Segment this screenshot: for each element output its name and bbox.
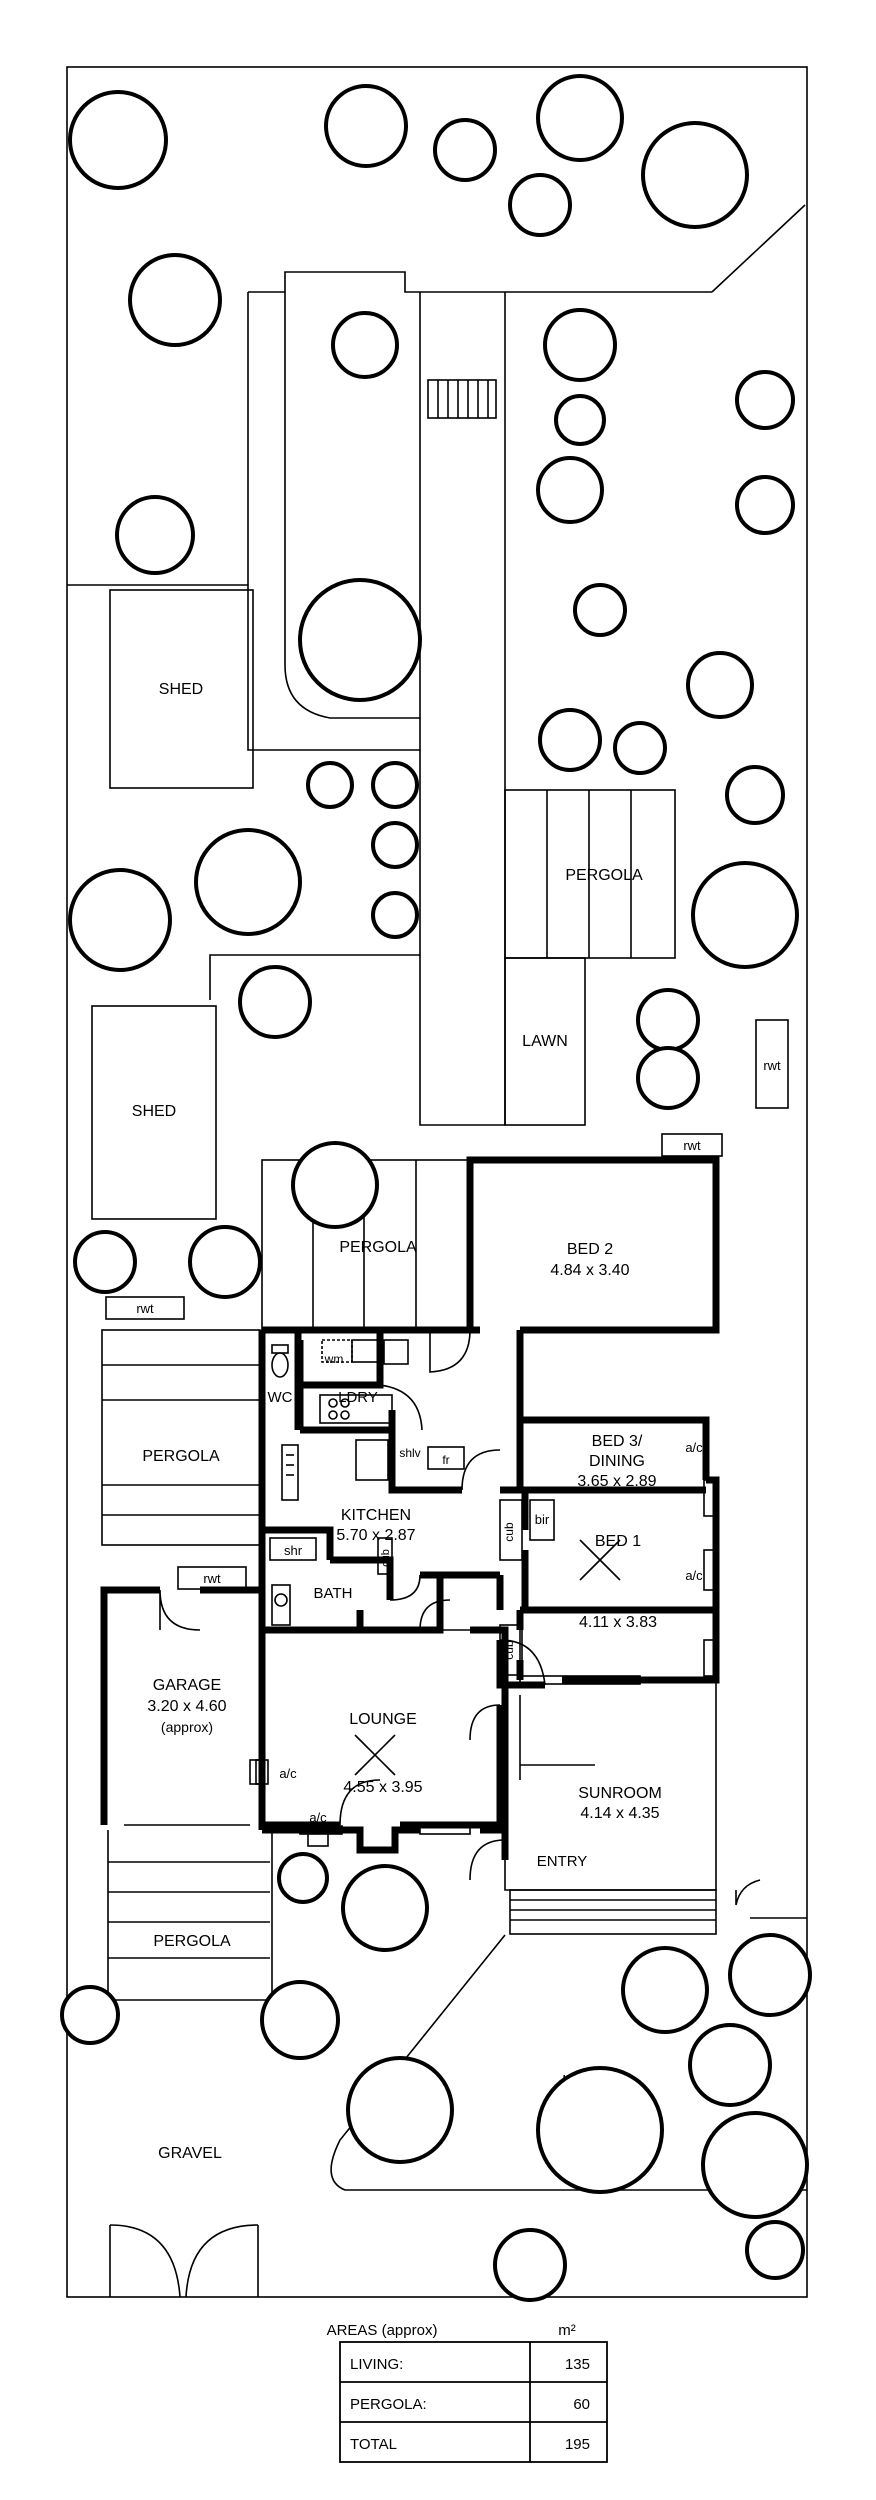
svg-text:rwt: rwt (136, 1301, 154, 1316)
kitchen-label: KITCHEN (341, 1507, 411, 1524)
svg-text:rwt: rwt (203, 1571, 221, 1586)
pergola-left: PERGOLA (101, 1329, 261, 1546)
lounge-dims: 4.55 x 3.95 (343, 1779, 422, 1796)
washing-machine-label: wm (324, 1352, 344, 1366)
svg-text:PERGOLA: PERGOLA (142, 1448, 220, 1465)
room-labels: BED 2 4.84 x 3.40 BED 3/ DINING 3.65 x 2… (268, 1241, 704, 1870)
kitchen-dims: 5.70 x 2.87 (336, 1527, 415, 1544)
pergola-front: PERGOLA GRAVEL (107, 1830, 270, 2298)
areas-row-label: TOTAL (350, 2436, 397, 2453)
bed3-label: BED 3/ (592, 1433, 643, 1450)
areas-title: AREAS (approx) (327, 2322, 438, 2339)
ac-label: a/c (685, 1440, 703, 1455)
shed-label: SHED (132, 1103, 176, 1120)
bed2-label: BED 2 (567, 1241, 613, 1258)
svg-text:PERGOLA: PERGOLA (565, 867, 643, 884)
ac-label: a/c (685, 1568, 703, 1583)
areas-unit: m² (558, 2322, 576, 2339)
svg-text:rwt: rwt (683, 1138, 701, 1153)
bath-label: BATH (314, 1585, 353, 1602)
shelving-label: shlv (399, 1446, 420, 1460)
shed-bottom: SHED (91, 1005, 217, 1220)
rwt-tanks: rwt rwt rwt rwt (105, 1019, 789, 1590)
gravel-label: GRAVEL (158, 2145, 222, 2162)
cupboard-label: cub (502, 1640, 516, 1660)
ac-label: a/c (279, 1766, 297, 1781)
trees (60, 74, 812, 2302)
svg-text:LAWN: LAWN (522, 1033, 568, 1050)
garage: GARAGE 3.20 x 4.60 (approx) (100, 1586, 262, 1826)
areas-table: AREAS (approx) m² LIVING: 135 PERGOLA: 6… (327, 2322, 608, 2463)
svg-text:DINING: DINING (589, 1453, 645, 1470)
svg-text:PERGOLA: PERGOLA (153, 1933, 231, 1950)
shed-label: SHED (159, 681, 203, 698)
interior-details (249, 1329, 761, 1935)
areas-row-label: PERGOLA: (350, 2396, 427, 2413)
areas-row-label: LIVING: (350, 2356, 403, 2373)
built-in-robe-label: bir (535, 1512, 550, 1527)
svg-text:3.20 x 4.60: 3.20 x 4.60 (147, 1698, 226, 1715)
fridge-label: fr (442, 1453, 449, 1467)
areas-row-value: 135 (565, 2356, 590, 2373)
shed-top: SHED (109, 589, 254, 789)
cupboard-label: cub (502, 1522, 516, 1542)
bed3-dims: 3.65 x 2.89 (577, 1473, 656, 1490)
shower-label: shr (284, 1543, 303, 1558)
laundry-label: LDRY (338, 1389, 378, 1406)
bed2-dims: 4.84 x 3.40 (550, 1262, 629, 1279)
sunroom-label: SUNROOM (578, 1785, 662, 1802)
entry-label: ENTRY (537, 1853, 588, 1870)
pergola-top: PERGOLA LAWN (504, 789, 676, 1126)
svg-text:(approx): (approx) (161, 1719, 213, 1735)
garden-paths (67, 271, 712, 1126)
svg-text:PERGOLA: PERGOLA (339, 1239, 417, 1256)
property-boundary (66, 66, 808, 2298)
house-walls (258, 1156, 720, 1891)
areas-row-value: 60 (573, 2396, 590, 2413)
ac-label: a/c (309, 1810, 327, 1825)
wc-label: WC (268, 1389, 293, 1406)
cupboard-label: cub (380, 1549, 392, 1567)
sunroom-dims: 4.14 x 4.35 (580, 1805, 659, 1822)
lounge-label: LOUNGE (349, 1711, 417, 1728)
bed1-dims: 4.11 x 3.83 (579, 1614, 657, 1631)
areas-row-value: 195 (565, 2436, 590, 2453)
svg-text:GARAGE: GARAGE (153, 1677, 221, 1694)
bed1-label: BED 1 (595, 1533, 641, 1550)
svg-text:rwt: rwt (763, 1058, 781, 1073)
